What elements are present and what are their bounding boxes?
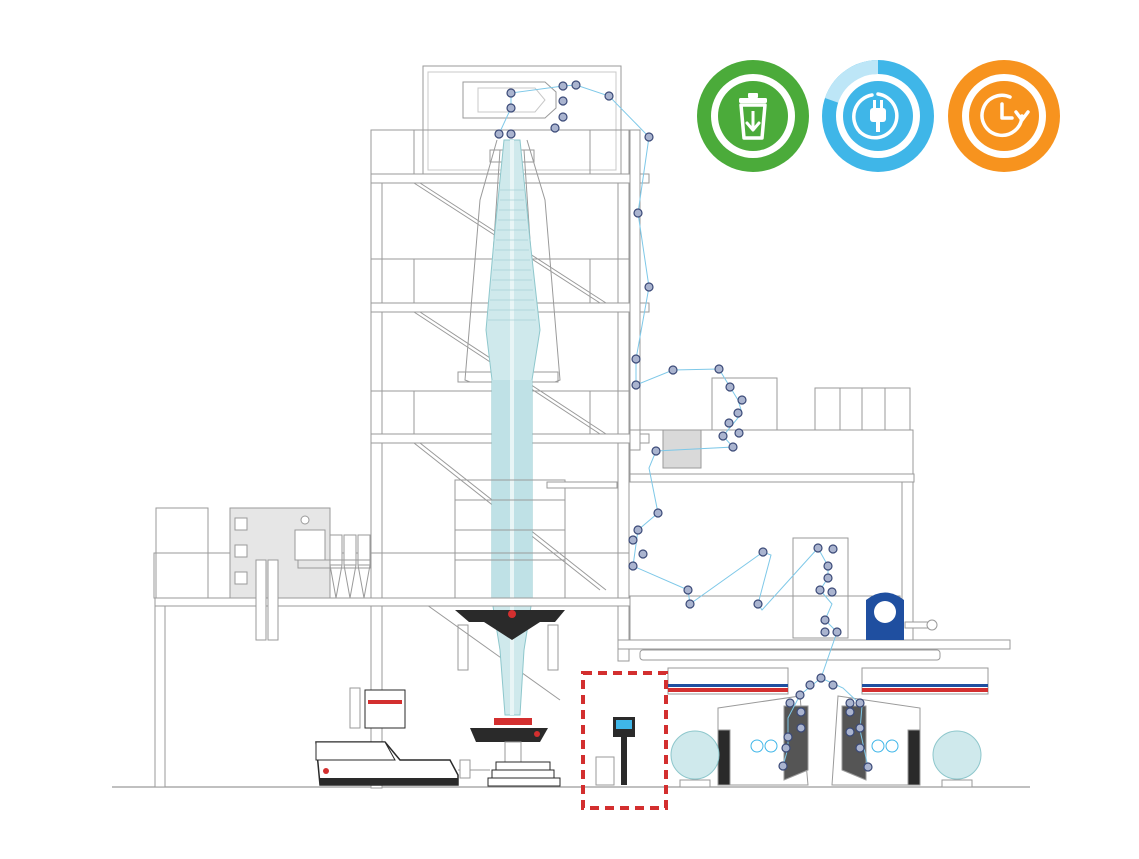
energy-saving-icon (822, 60, 934, 172)
winders (667, 667, 989, 788)
guide-roller (628, 535, 638, 545)
guide-roller (827, 587, 837, 597)
guide-roller (506, 129, 516, 139)
time-saving-icon (948, 60, 1060, 172)
time-saving-badge (948, 60, 1060, 172)
guide-roller (823, 573, 833, 583)
die-head (470, 718, 561, 787)
guide-roller (733, 408, 743, 418)
guide-roller (813, 543, 823, 553)
guide-roller (506, 88, 516, 98)
highlight-box (581, 671, 668, 810)
guide-roller (558, 112, 568, 122)
guide-roller (550, 123, 560, 133)
guide-roller (683, 585, 693, 595)
guide-roller (795, 690, 805, 700)
energy-saving-badge (822, 60, 934, 172)
guide-roller (651, 446, 661, 456)
guide-roller (832, 627, 842, 637)
guide-roller (845, 727, 855, 737)
guide-roller (855, 723, 865, 733)
guide-roller (820, 627, 830, 637)
guide-roller (506, 103, 516, 113)
guide-roller (558, 96, 568, 106)
guide-roller (558, 81, 568, 91)
guide-roller (685, 599, 695, 609)
guide-roller (781, 743, 791, 753)
guide-roller (633, 525, 643, 535)
guide-roller (638, 549, 648, 559)
guide-roller (823, 561, 833, 571)
guide-roller (631, 380, 641, 390)
guide-roller (725, 382, 735, 392)
left-mezzanine (153, 507, 631, 788)
guide-roller (805, 680, 815, 690)
guide-roller (815, 585, 825, 595)
waste-reduction-icon (697, 60, 809, 172)
guide-roller (724, 418, 734, 428)
web-path (498, 84, 869, 768)
guide-roller (855, 698, 865, 708)
film-bubble (485, 139, 541, 716)
guide-roller (494, 129, 504, 139)
guide-roller (653, 508, 663, 518)
guide-roller (644, 132, 654, 142)
right-structure (617, 377, 1011, 661)
guide-roller (796, 723, 806, 733)
guide-roller (728, 442, 738, 452)
guide-roller (604, 91, 614, 101)
guide-roller (783, 732, 793, 742)
guide-roller (785, 698, 795, 708)
extruder (315, 687, 490, 786)
waste-reduction-badge (697, 60, 809, 172)
guide-roller (828, 544, 838, 554)
guide-roller (828, 680, 838, 690)
tension-unit (866, 592, 938, 640)
guide-roller (778, 761, 788, 771)
guide-roller (571, 80, 581, 90)
haul-off-unit (462, 81, 557, 119)
guide-roller (737, 395, 747, 405)
guide-roller (820, 615, 830, 625)
air-ring (455, 610, 565, 671)
guide-roller (628, 561, 638, 571)
guide-roller (753, 599, 763, 609)
guide-roller (863, 762, 873, 772)
guide-roller (855, 743, 865, 753)
guide-roller (714, 364, 724, 374)
guide-roller (644, 282, 654, 292)
guide-roller (633, 208, 643, 218)
guide-roller (758, 547, 768, 557)
operator-terminal (595, 717, 635, 786)
guide-roller (734, 428, 744, 438)
web-path-rollers (494, 80, 873, 772)
guide-roller (631, 354, 641, 364)
guide-roller (816, 673, 826, 683)
guide-roller (668, 365, 678, 375)
guide-roller (796, 707, 806, 717)
guide-roller (845, 707, 855, 717)
guide-roller (718, 431, 728, 441)
guide-roller (845, 698, 855, 708)
